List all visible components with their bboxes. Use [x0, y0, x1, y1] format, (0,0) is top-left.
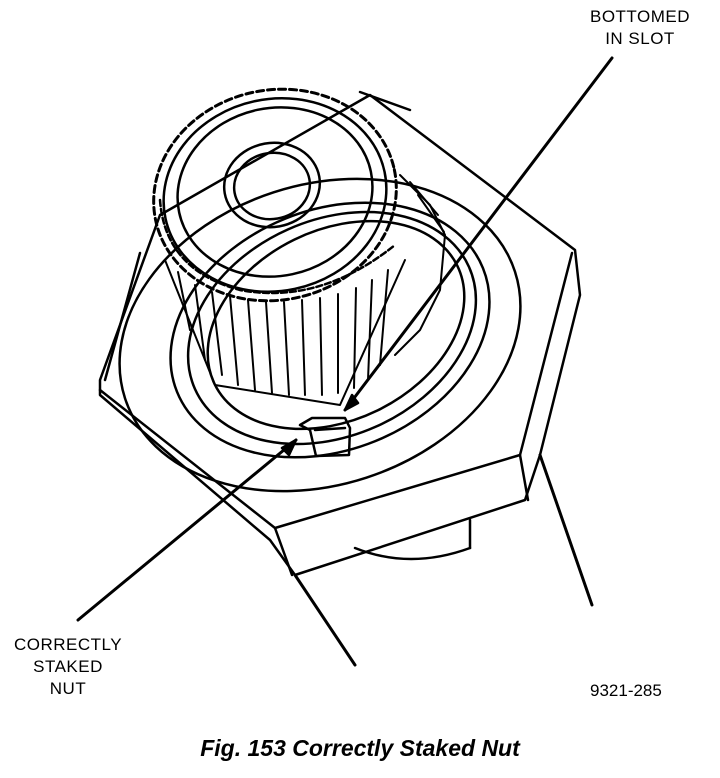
callout-correctly-staked-nut: CORRECTLY STAKED NUT — [0, 634, 136, 700]
leader-lines — [76, 56, 614, 667]
callout-staked-line3: NUT — [49, 679, 87, 698]
stake-tab — [298, 416, 352, 458]
callout-staked-line1: CORRECTLY — [13, 635, 123, 654]
splined-shaft — [164, 174, 446, 406]
callout-staked-line2: STAKED — [33, 657, 103, 676]
figure-number: 9321-285 — [590, 681, 662, 700]
thread-stub — [353, 518, 472, 561]
callout-bottomed-line1: BOTTOMED — [589, 7, 691, 26]
nut-face-rings — [118, 177, 522, 493]
figure-caption: Fig. 153 Correctly Staked Nut — [200, 735, 520, 761]
leader-arrow-bottomed — [343, 393, 360, 412]
spline-gear — [152, 87, 398, 303]
callout-bottomed-in-slot: BOTTOMED IN SLOT — [566, 6, 714, 50]
leader-arrow-staked — [280, 438, 298, 457]
callout-bottomed-line2: IN SLOT — [605, 29, 675, 48]
